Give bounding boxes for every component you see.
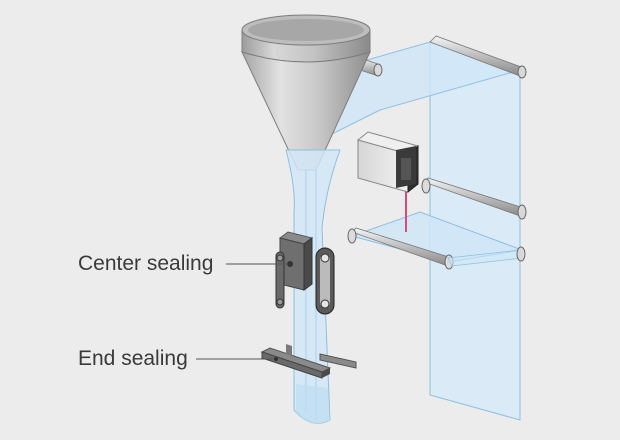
center-sealing-label: Center sealing <box>78 252 214 275</box>
hopper <box>241 14 371 171</box>
mark-sensor <box>356 131 420 194</box>
end-sealing-jaws <box>260 344 357 379</box>
top-roller <box>429 35 527 79</box>
film-web-horizontal <box>347 211 526 270</box>
end-sealing-label: End sealing <box>78 347 188 370</box>
leader-lines <box>196 262 292 361</box>
middle-roller <box>421 177 527 220</box>
